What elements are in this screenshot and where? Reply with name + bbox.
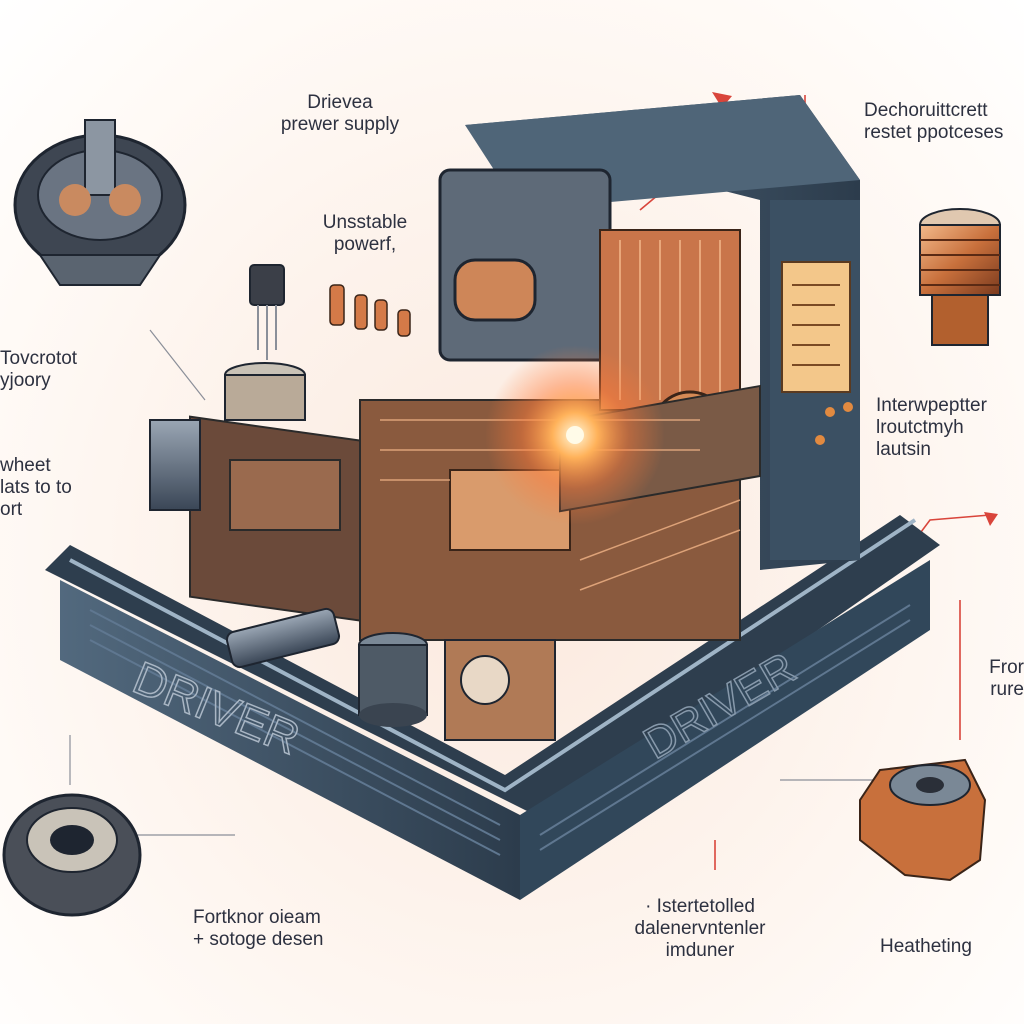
label-overprotect: Tovcrotot yjoory	[0, 348, 78, 391]
capacitor-center	[358, 632, 428, 727]
label-fron-rure: Fror rure	[989, 657, 1024, 700]
gear-bottom-left	[2, 793, 142, 917]
label-driver-power-supply: Drievea prewer supply	[280, 92, 400, 135]
label-fortunor-design: Fortknor oieam + sotoge desen	[193, 907, 324, 950]
rotor-top-left	[13, 119, 187, 286]
label-wheet-lats: wheet lats to to ort	[0, 455, 72, 520]
inductor-block	[444, 639, 556, 741]
floating-capacitor-top	[224, 362, 306, 421]
coil-top-right	[919, 208, 1001, 346]
display-panel	[781, 261, 851, 393]
floating-transistor	[249, 264, 285, 360]
label-interrupted: Interwpeptter lroutctmyh lautsin	[876, 395, 987, 460]
label-unstable-power: Unsstable powerf,	[322, 212, 408, 255]
right-marker-icon	[984, 512, 998, 526]
internal-components	[149, 168, 761, 741]
label-heatheting: Heatheting	[880, 936, 972, 957]
base-tray	[45, 515, 940, 900]
label-intertrolled: · Istertetolled dalenervntenler imduner	[634, 896, 766, 961]
floating-diodes	[329, 284, 411, 337]
top-arrow-icon	[712, 92, 732, 108]
label-decho-reset: Dechoruittcrett restet ppotceses	[864, 100, 1004, 143]
gear-bottom-right	[859, 758, 987, 882]
